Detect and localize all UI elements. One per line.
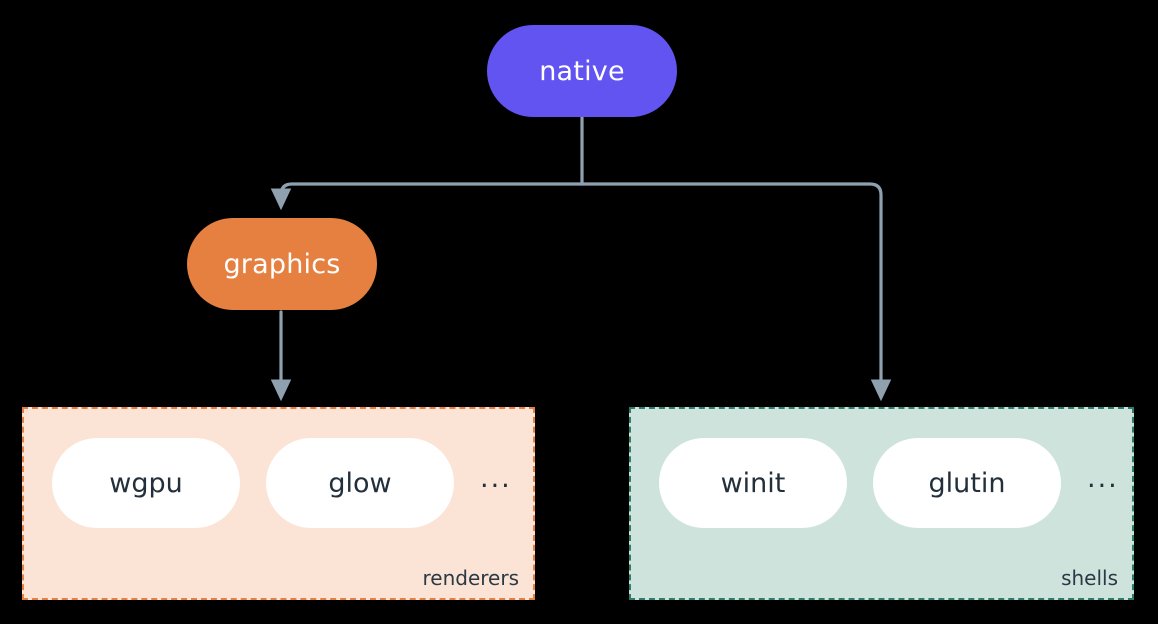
node-graphics-label: graphics [223, 248, 341, 280]
edge-native-to-shells [580, 182, 892, 402]
pill-glow[interactable]: glow [266, 438, 454, 528]
group-shells: winit glutin ... shells [629, 407, 1134, 600]
pill-winit-label: winit [720, 467, 786, 499]
pill-glutin-label: glutin [928, 467, 1006, 499]
shells-overflow-ellipsis: ... [1087, 462, 1119, 494]
edge-native-to-graphics [270, 182, 584, 211]
pill-glow-label: glow [328, 467, 392, 499]
group-shells-label: shells [1061, 566, 1118, 590]
group-renderers: wgpu glow ... renderers [22, 407, 535, 600]
renderers-overflow-ellipsis: ... [480, 462, 512, 494]
group-renderers-label: renderers [422, 566, 520, 590]
renderers-item-row: wgpu glow ... [52, 438, 512, 528]
pill-wgpu[interactable]: wgpu [52, 438, 240, 528]
pill-winit[interactable]: winit [659, 438, 847, 528]
node-graphics[interactable]: graphics [187, 218, 377, 310]
node-native-label: native [539, 55, 625, 87]
shells-item-row: winit glutin ... [659, 438, 1119, 528]
pill-glutin[interactable]: glutin [873, 438, 1061, 528]
node-native[interactable]: native [487, 25, 677, 117]
pill-wgpu-label: wgpu [109, 467, 183, 499]
